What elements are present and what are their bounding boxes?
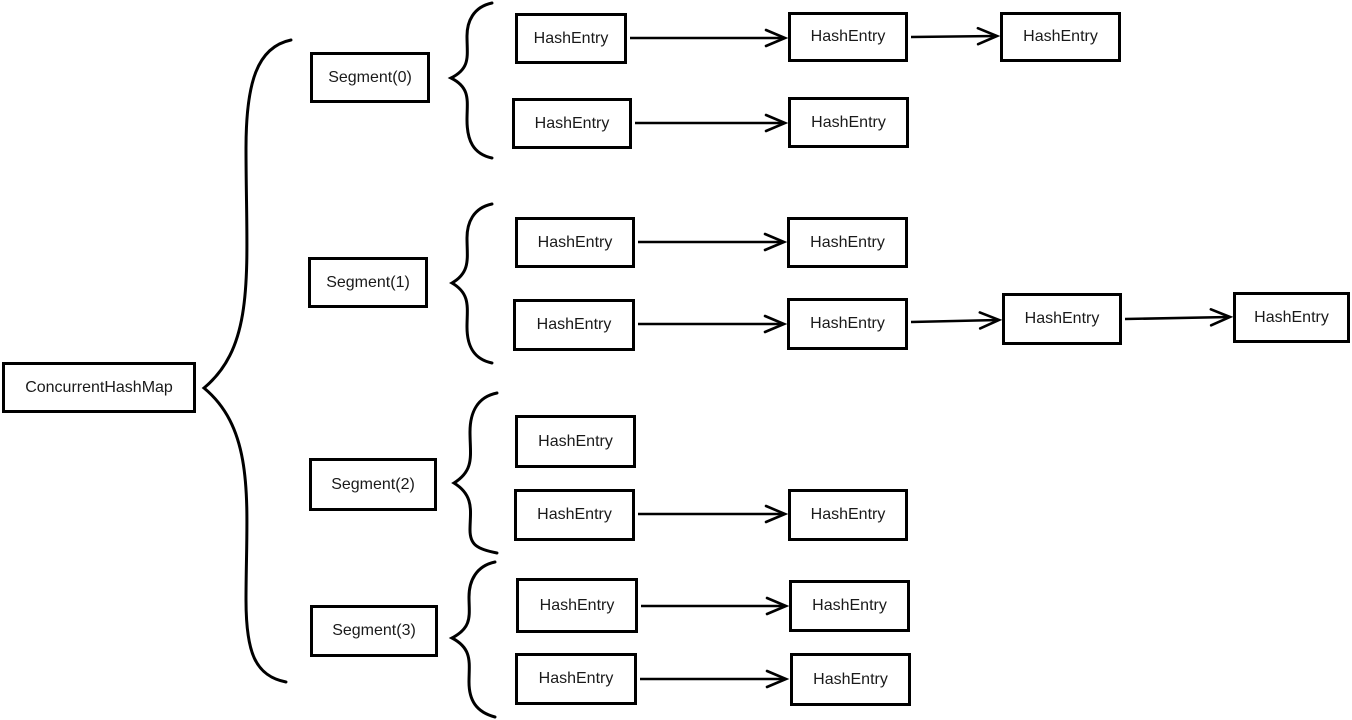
hashentry-node: HashEntry (790, 653, 911, 706)
hashentry-node: HashEntry (788, 12, 908, 62)
segment-0-node: Segment(0) (310, 52, 430, 103)
hashentry-node: HashEntry (515, 653, 637, 705)
hashentry-node: HashEntry (1233, 292, 1350, 343)
hashentry-node: HashEntry (513, 299, 635, 351)
hashentry-node: HashEntry (788, 97, 909, 148)
segment-2-brace (451, 391, 499, 555)
hashentry-node: HashEntry (788, 489, 908, 541)
concurrenthashmap-node: ConcurrentHashMap (2, 362, 196, 413)
root-brace (201, 38, 293, 684)
hashentry-node: HashEntry (1000, 12, 1121, 62)
segment-1-brace (449, 202, 494, 365)
segment-3-node: Segment(3) (310, 605, 438, 657)
hashentry-node: HashEntry (515, 13, 627, 64)
hashentry-node: HashEntry (789, 580, 910, 632)
hashentry-node: HashEntry (515, 217, 635, 268)
segment-3-brace (448, 560, 497, 719)
arrow-next-pointer (910, 311, 1003, 330)
hashentry-node: HashEntry (787, 217, 908, 268)
hashentry-node: HashEntry (516, 578, 638, 633)
segment-2-node: Segment(2) (309, 458, 437, 511)
hashentry-node: HashEntry (1002, 293, 1122, 345)
hashentry-node: HashEntry (787, 298, 908, 350)
segment-0-brace (447, 1, 494, 160)
hashentry-node: HashEntry (514, 489, 635, 541)
arrow-next-pointer (1124, 308, 1234, 327)
hashentry-node: HashEntry (515, 415, 636, 468)
arrow-next-pointer (910, 26, 1001, 46)
hashentry-node: HashEntry (512, 98, 632, 149)
segment-1-node: Segment(1) (308, 257, 428, 308)
